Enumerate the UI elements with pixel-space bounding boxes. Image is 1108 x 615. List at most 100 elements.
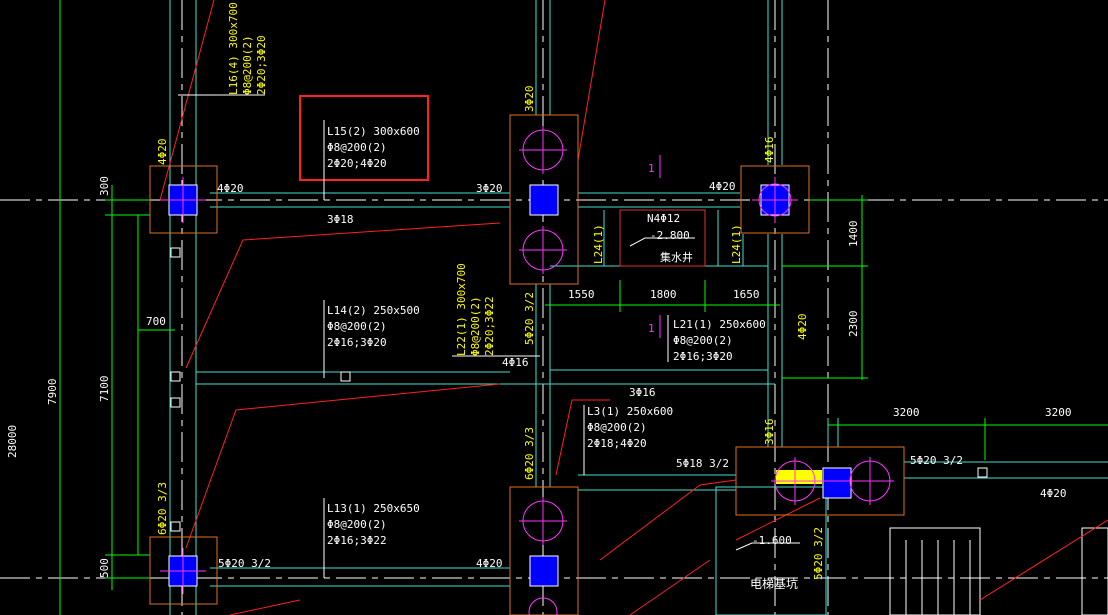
leader-line <box>599 479 737 561</box>
dimension-lines <box>59 0 1108 615</box>
dimension-text: 700 <box>146 315 166 328</box>
section-mark: 1 <box>648 322 655 335</box>
rebar-label: 3Φ18 <box>327 213 354 226</box>
dimension-text: 3200 <box>1045 406 1072 419</box>
beam-l15-stirrup: Φ8@200(2) <box>327 141 387 154</box>
rebar-label: 5Φ18 3/2 <box>676 457 729 470</box>
beam-l16-rebar: 2Φ20;3Φ20 <box>255 35 268 95</box>
beam-l15-size: L15(2) 300x600 <box>327 125 420 138</box>
column-elevator[interactable] <box>735 446 905 516</box>
leader-line <box>979 519 1108 601</box>
beam-l13-rebar: 2Φ16;3Φ22 <box>327 534 387 547</box>
column-top-left[interactable] <box>149 165 218 234</box>
column-outline <box>509 114 579 285</box>
vertical-dimensions: 300 500 7100 7900 28000 1400 2300 <box>6 176 860 578</box>
leader-lines <box>159 0 1108 615</box>
column-core <box>822 467 852 499</box>
column-top-middle[interactable] <box>509 114 579 285</box>
leader-line <box>555 399 610 476</box>
dimension-text: 7900 <box>46 379 59 406</box>
leader-line <box>159 0 215 201</box>
rebar-label: 5Φ20 3/2 <box>812 527 825 580</box>
rebar-label: 4Φ20 <box>156 139 169 166</box>
rebar-label: 4Φ16 <box>502 356 529 369</box>
rebar-label: 4Φ16 <box>763 137 776 164</box>
sump-pit-outline <box>619 209 706 267</box>
dimension-text: 300 <box>98 176 111 196</box>
dimension-text: 1550 <box>568 288 595 301</box>
label-leaders <box>178 94 669 578</box>
beam-l22-stirrup: Φ8@200(2) <box>469 296 482 356</box>
beam-l15-rebar: 2Φ20;4Φ20 <box>327 157 387 170</box>
beam-l14-size: L14(2) 250x500 <box>327 304 420 317</box>
hatch-mark <box>170 371 181 382</box>
beam-l22-size: L22(1) 300x700 <box>455 263 468 356</box>
beam-l14-rebar: 2Φ16;3Φ20 <box>327 336 387 349</box>
column-bottom-left[interactable] <box>149 536 218 605</box>
rebar-label: 3Φ20 <box>523 86 536 113</box>
dimension-text: 7100 <box>98 376 111 403</box>
beam-l14-stirrup: Φ8@200(2) <box>327 320 387 333</box>
leader-line <box>629 559 711 615</box>
selection-box[interactable] <box>299 95 429 181</box>
leader-line <box>185 383 501 549</box>
beam-label-l22[interactable]: L22(1) 300x700 Φ8@200(2) 2Φ20;3Φ22 <box>455 263 496 356</box>
beam-l3-stirrup: Φ8@200(2) <box>587 421 647 434</box>
column-outline <box>740 165 810 234</box>
beam-l21-rebar: 2Φ16;3Φ20 <box>673 350 733 363</box>
rebar-label: 5Φ20 3/2 <box>523 292 536 345</box>
dimension-text: 1400 <box>847 221 860 248</box>
beam-l16-stirrup: Φ8@200(2) <box>241 35 254 95</box>
beam-label-l24: L24(1) <box>592 224 605 264</box>
leader-line <box>735 497 821 541</box>
leader-line <box>577 0 606 161</box>
beam-annotations: L15(2) 300x600 Φ8@200(2) 2Φ20;4Φ20 L14(2… <box>146 125 1072 591</box>
dimension-text: 500 <box>98 558 111 578</box>
pile-circle <box>528 597 558 615</box>
beam-label-l14[interactable]: L14(2) 250x500 Φ8@200(2) 2Φ16;3Φ20 <box>327 304 420 349</box>
beam-label-l13[interactable]: L13(1) 250x650 Φ8@200(2) 2Φ16;3Φ22 <box>327 502 420 547</box>
hatch-mark <box>170 521 181 532</box>
dimension-text: 1650 <box>733 288 760 301</box>
beam-label-l3[interactable]: L3(1) 250x600 Φ8@200(2) 2Φ18;4Φ20 <box>587 405 673 450</box>
beam-l3-size: L3(1) 250x600 <box>587 405 673 418</box>
beam-l21-stirrup: Φ8@200(2) <box>673 334 733 347</box>
column-top-right[interactable] <box>740 165 810 234</box>
beam-label-l16[interactable]: L16(4) 300x700 Φ8@200(2) 2Φ20;3Φ20 <box>227 2 268 95</box>
beam-l13-stirrup: Φ8@200(2) <box>327 518 387 531</box>
beam-label-l24: L24(1) <box>730 224 743 264</box>
leader-line <box>229 599 301 615</box>
dimension-text: 2300 <box>847 311 860 338</box>
elevator-pit-outline <box>715 486 827 615</box>
column-outline <box>149 536 218 605</box>
hatch-mark <box>340 371 351 382</box>
hatch-marks <box>170 247 988 532</box>
column-core <box>529 555 559 587</box>
rebar-label: 5Φ20 3/2 <box>218 557 271 570</box>
beam-l16-size: L16(4) 300x700 <box>227 2 240 95</box>
section-marks: 1 1 <box>648 162 655 335</box>
hatch-mark <box>170 397 181 408</box>
column-outline <box>735 446 905 516</box>
rebar-label: 3Φ16 <box>629 386 656 399</box>
beam-label-l15[interactable]: L15(2) 300x600 Φ8@200(2) 2Φ20;4Φ20 <box>327 125 420 170</box>
column-outline <box>509 486 579 615</box>
beam-l22-rebar: 2Φ20;3Φ22 <box>483 296 496 356</box>
column-outline <box>149 165 218 234</box>
column-bottom-middle[interactable] <box>509 486 579 615</box>
sump-pit-name: 集水井 <box>660 250 693 264</box>
section-mark: 1 <box>648 162 655 175</box>
rebar-label: 4Φ20 <box>476 557 503 570</box>
hatch-mark <box>977 467 988 478</box>
rebar-label: 3Φ20 <box>476 182 503 195</box>
rebar-label: 4Φ20 <box>796 314 809 341</box>
elevator-elevation-mark <box>735 542 800 551</box>
column-core <box>529 184 559 216</box>
beam-l21-size: L21(1) 250x600 <box>673 318 766 331</box>
dimension-text: 3200 <box>893 406 920 419</box>
beam-label-l21[interactable]: L21(1) 250x600 Φ8@200(2) 2Φ16;3Φ20 <box>673 318 766 363</box>
beam-l3-rebar: 2Φ18;4Φ20 <box>587 437 647 450</box>
elevator-pit-name: 电梯基坑 <box>750 576 798 591</box>
